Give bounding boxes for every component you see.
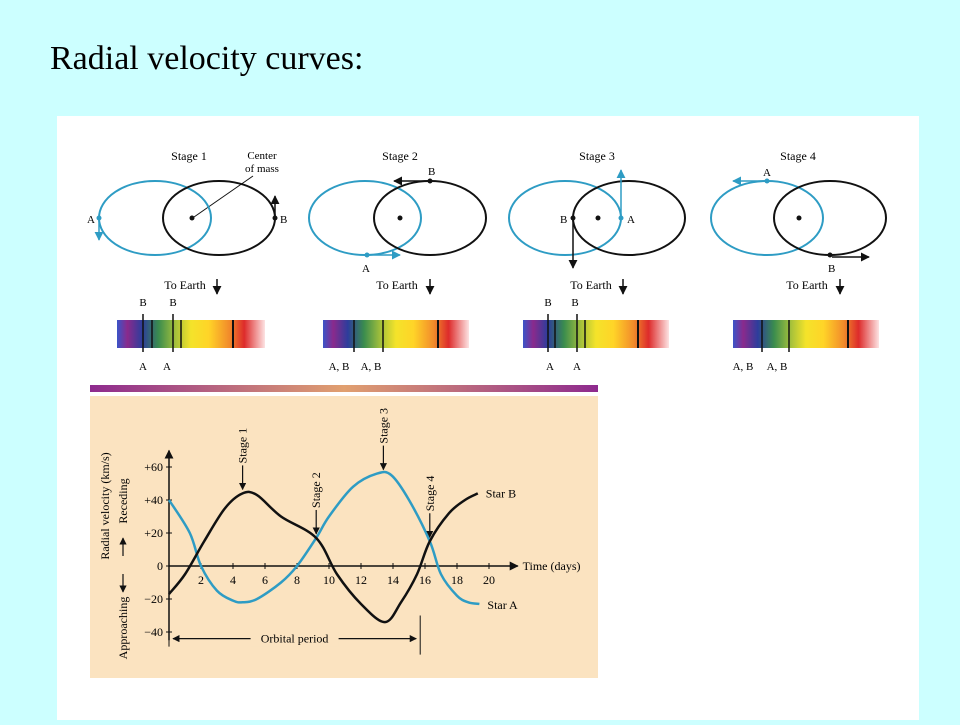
- spectrum: [523, 320, 669, 348]
- star-b-dot: [827, 252, 833, 258]
- star-a-label: A: [362, 263, 370, 275]
- orbital-period-label-bg: [250, 630, 339, 647]
- star-a-dot: [96, 215, 102, 221]
- stage-2-panel: Stage 2 B A To Earth A, B A, B: [308, 149, 487, 373]
- orbital-period-label: Orbital period: [261, 632, 329, 646]
- star-a-label: A: [627, 214, 635, 226]
- star-b-orbit: [373, 180, 487, 256]
- star-b-dot: [570, 215, 576, 221]
- stage-label: Stage 4: [780, 149, 816, 163]
- x-tick-label: 8: [294, 573, 300, 587]
- spectrum-bottom-label: A, B: [361, 361, 382, 373]
- spectrum: [323, 320, 469, 348]
- spectrum-top-label: B: [571, 297, 578, 309]
- spectrum-bottom-label: A, B: [767, 361, 788, 373]
- y-tick-label: −20: [144, 592, 163, 606]
- star-a-dot: [618, 215, 624, 221]
- star-b-label: B: [280, 214, 287, 226]
- x-tick-label: 4: [230, 573, 236, 587]
- center-of-mass-dot: [189, 215, 195, 221]
- center-of-mass-dot: [397, 215, 403, 221]
- y-tick-label: 0: [157, 559, 163, 573]
- star-a-orbit: [710, 180, 824, 256]
- x-tick-label: 12: [355, 573, 367, 587]
- stage-3-panel: Stage 3 B A To Earth B B A A: [508, 149, 686, 373]
- spectrum-bottom-label: A: [573, 361, 581, 373]
- star-b-label: B: [428, 166, 435, 178]
- spectrum: [117, 320, 265, 348]
- slide-title: Radial velocity curves:: [50, 40, 364, 77]
- y-tick-label: +60: [144, 460, 163, 474]
- to-earth-label: To Earth: [376, 278, 417, 292]
- y-axis-label: Radial velocity (km/s): [98, 452, 112, 559]
- figure: Stage 1 Center of mass A B To Earth B B …: [57, 116, 919, 720]
- y-axis-receding-label: Receding: [116, 478, 130, 523]
- center-of-mass-dot: [796, 215, 802, 221]
- star-a-label: A: [763, 167, 771, 179]
- to-earth-label: To Earth: [570, 278, 611, 292]
- series-line-star-b: [168, 490, 479, 624]
- star-b-orbit: [162, 180, 276, 256]
- star-b-dot: [272, 215, 278, 221]
- stage-annotation-label: Stage 3: [376, 408, 390, 444]
- stage-1-panel: Stage 1 Center of mass A B To Earth B B …: [87, 149, 287, 373]
- to-earth-label: To Earth: [164, 278, 205, 292]
- stage-annotation-label: Stage 4: [423, 476, 437, 512]
- spectrum-top-label: B: [544, 297, 551, 309]
- y-tick-label: +20: [144, 526, 163, 540]
- stage-4-panel: Stage 4 A B To Earth A, B A, B: [710, 149, 887, 373]
- center-of-mass-label: Center: [247, 150, 277, 162]
- center-of-mass-pointer: [193, 175, 254, 218]
- center-of-mass-dot: [595, 215, 601, 221]
- series-label-star-b: Star B: [486, 486, 516, 500]
- star-a-label: A: [87, 214, 95, 226]
- center-of-mass-label: of mass: [245, 163, 279, 175]
- x-tick-label: 6: [262, 573, 268, 587]
- to-earth-label: To Earth: [786, 278, 827, 292]
- x-tick-label: 16: [419, 573, 431, 587]
- y-tick-label: −40: [144, 625, 163, 639]
- y-tick-label: +40: [144, 493, 163, 507]
- x-tick-label: 14: [387, 573, 399, 587]
- x-tick-label: 10: [323, 573, 335, 587]
- star-b-dot: [427, 178, 433, 184]
- spectrum-bottom-label: A: [139, 361, 147, 373]
- spectrum: [733, 320, 879, 348]
- spectrum-bottom-label: A: [546, 361, 554, 373]
- spectrum-top-label: B: [169, 297, 176, 309]
- x-tick-label: 18: [451, 573, 463, 587]
- series-line-star-a: [167, 470, 480, 606]
- star-b-orbit: [773, 180, 887, 256]
- figure-canvas: Stage 1 Center of mass A B To Earth B B …: [87, 149, 887, 678]
- stage-label: Stage 1: [171, 149, 207, 163]
- stage-label: Stage 3: [579, 149, 615, 163]
- stage-annotation-label: Stage 2: [309, 472, 323, 508]
- spectrum-bottom-label: A, B: [329, 361, 350, 373]
- radial-velocity-chart: 2 4 6 8 10 12 14 16 18 20 +60 +40 +20 0 −20 −40 Stage …: [90, 396, 598, 678]
- star-a-dot: [364, 252, 370, 258]
- divider-bar: [90, 385, 598, 392]
- star-b-label: B: [828, 263, 835, 275]
- orbital-period-marker: Orbital period: [168, 615, 421, 655]
- star-a-dot: [764, 178, 770, 184]
- x-tick-label: 2: [198, 573, 204, 587]
- stage-annotation-label: Stage 1: [236, 428, 250, 464]
- x-tick-label: 20: [483, 573, 495, 587]
- spectrum-top-label: B: [139, 297, 146, 309]
- spectrum-bottom-label: A: [163, 361, 171, 373]
- chart-background: [90, 396, 598, 678]
- series-label-star-a: Star A: [487, 598, 518, 612]
- star-b-label: B: [560, 214, 567, 226]
- y-axis-approaching-label: Approaching: [116, 597, 130, 660]
- stage-label: Stage 2: [382, 149, 418, 163]
- star-a-orbit: [308, 180, 422, 256]
- spectrum-bottom-label: A, B: [733, 361, 754, 373]
- x-axis-label: Time (days): [523, 559, 581, 573]
